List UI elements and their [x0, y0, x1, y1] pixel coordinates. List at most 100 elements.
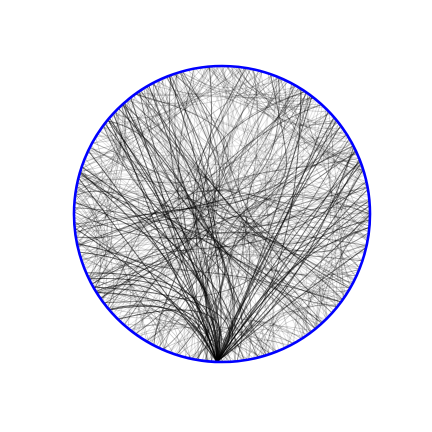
graph-edge-dark	[174, 72, 310, 334]
graph-edge	[278, 96, 330, 317]
graph-edge	[115, 111, 154, 336]
graph-edge	[253, 113, 332, 319]
graph-edge	[146, 268, 349, 342]
graph-edge-dark	[216, 227, 370, 363]
graph-edge-bundled	[253, 69, 316, 109]
graph-edge-bundled	[80, 67, 203, 170]
graph-edge	[127, 94, 310, 183]
graph-edge-bundled	[246, 68, 339, 124]
graph-edge-bundled	[266, 318, 324, 355]
graph-edge-dark	[104, 123, 218, 362]
graph-edge-dark	[79, 171, 218, 362]
graph-edge-dark	[135, 93, 209, 362]
graph-edge-dark	[117, 309, 222, 363]
graph-edge-bundled	[253, 311, 326, 359]
graph-edge	[91, 97, 199, 285]
graph-edge-dark	[93, 76, 216, 289]
graph-edge	[83, 84, 295, 266]
graph-edge-bundled	[76, 183, 98, 280]
graph-edge-bundled	[229, 66, 362, 165]
graph-edge-bundled	[91, 67, 247, 145]
graph-edge-bundled	[76, 65, 221, 185]
graph-edge-bundled	[82, 66, 211, 164]
graph-edge	[97, 124, 141, 295]
graph-edge	[93, 140, 351, 289]
graph-edge	[141, 89, 268, 356]
graph-edge-bundled	[237, 66, 314, 102]
graph-edge-bundled	[327, 118, 363, 263]
graph-edge	[81, 133, 347, 192]
graph-edge	[74, 203, 319, 327]
graph-edge-dark	[173, 73, 333, 314]
graph-edge-bundled	[301, 247, 367, 339]
graph-edge	[172, 74, 347, 168]
graph-edge-dark	[91, 67, 245, 286]
graph-edge	[81, 66, 223, 262]
graph-edge	[144, 213, 371, 341]
graph-edge	[239, 67, 355, 282]
graph-edge-dark	[74, 74, 274, 227]
graph-edge	[82, 162, 168, 338]
graph-edge	[125, 101, 290, 346]
graph-edge-bundled	[134, 94, 315, 100]
graph-edge-bundled	[322, 210, 371, 318]
graph-edge	[143, 87, 357, 277]
graph-edge-bundled	[112, 66, 212, 118]
graph-edge-dark	[210, 92, 308, 362]
graph-edge-bundled	[226, 65, 329, 112]
graph-edge-dark	[170, 74, 259, 358]
graph-edge-dark	[89, 231, 351, 288]
graph-edge-dark	[88, 217, 353, 285]
graph-edge-dark	[216, 205, 371, 363]
graph-edge-bundled	[130, 317, 309, 335]
graph-edge	[156, 241, 344, 348]
graph-edge	[74, 196, 303, 339]
graph-edge	[151, 83, 328, 191]
graph-edge	[87, 87, 300, 277]
graph-edge-dark	[76, 70, 260, 244]
edge-layer-dark	[73, 66, 371, 363]
graph-edge-bundled	[181, 71, 302, 96]
graph-edge	[216, 192, 370, 362]
graph-edge	[243, 86, 327, 320]
graph-edge-bundled	[99, 296, 191, 359]
graph-edge-dark	[216, 158, 360, 363]
graph-edge-bundled	[307, 274, 357, 329]
graph-edge	[77, 88, 301, 215]
graph-edge-bundled	[75, 93, 136, 240]
graph-edge-bundled	[123, 324, 291, 346]
graph-edge	[96, 66, 224, 293]
graph-edge-bundled	[126, 76, 279, 107]
graph-edge-dark	[73, 211, 236, 362]
graph-edge	[78, 249, 339, 307]
graph-edge-bundled	[331, 123, 368, 186]
graph-edge	[74, 190, 286, 349]
graph-edge	[180, 71, 355, 149]
graph-edge	[167, 75, 311, 334]
graph-edge	[208, 201, 370, 362]
graph-edge-dark	[216, 110, 329, 363]
graph-edge	[159, 79, 355, 160]
graph-edge	[90, 128, 344, 283]
graph-edge-dark	[227, 69, 294, 345]
graph-edge	[121, 105, 355, 281]
graph-edge-dark	[107, 120, 338, 307]
graph-edge-bundled	[74, 194, 102, 272]
graph-edge	[76, 67, 225, 241]
graph-edge-bundled	[75, 189, 115, 314]
graph-edge-dark	[135, 151, 357, 335]
graph-edge-bundled	[136, 67, 243, 105]
graph-edge-dark	[216, 117, 335, 363]
graph-edge-dark	[88, 277, 218, 362]
graph-edge-dark	[163, 188, 369, 351]
graph-edge-bundled	[323, 117, 370, 205]
graph-edge	[76, 68, 258, 244]
graph-edge	[83, 71, 188, 268]
graph-edge-dark	[74, 201, 219, 362]
graph-edge-bundled	[177, 72, 308, 99]
graph-edge-bundled	[316, 215, 371, 329]
graph-edge-dark	[216, 219, 371, 363]
graph-edge-bundled	[316, 211, 371, 328]
graph-edge-dark	[216, 160, 361, 363]
graph-edge-dark	[123, 102, 218, 362]
